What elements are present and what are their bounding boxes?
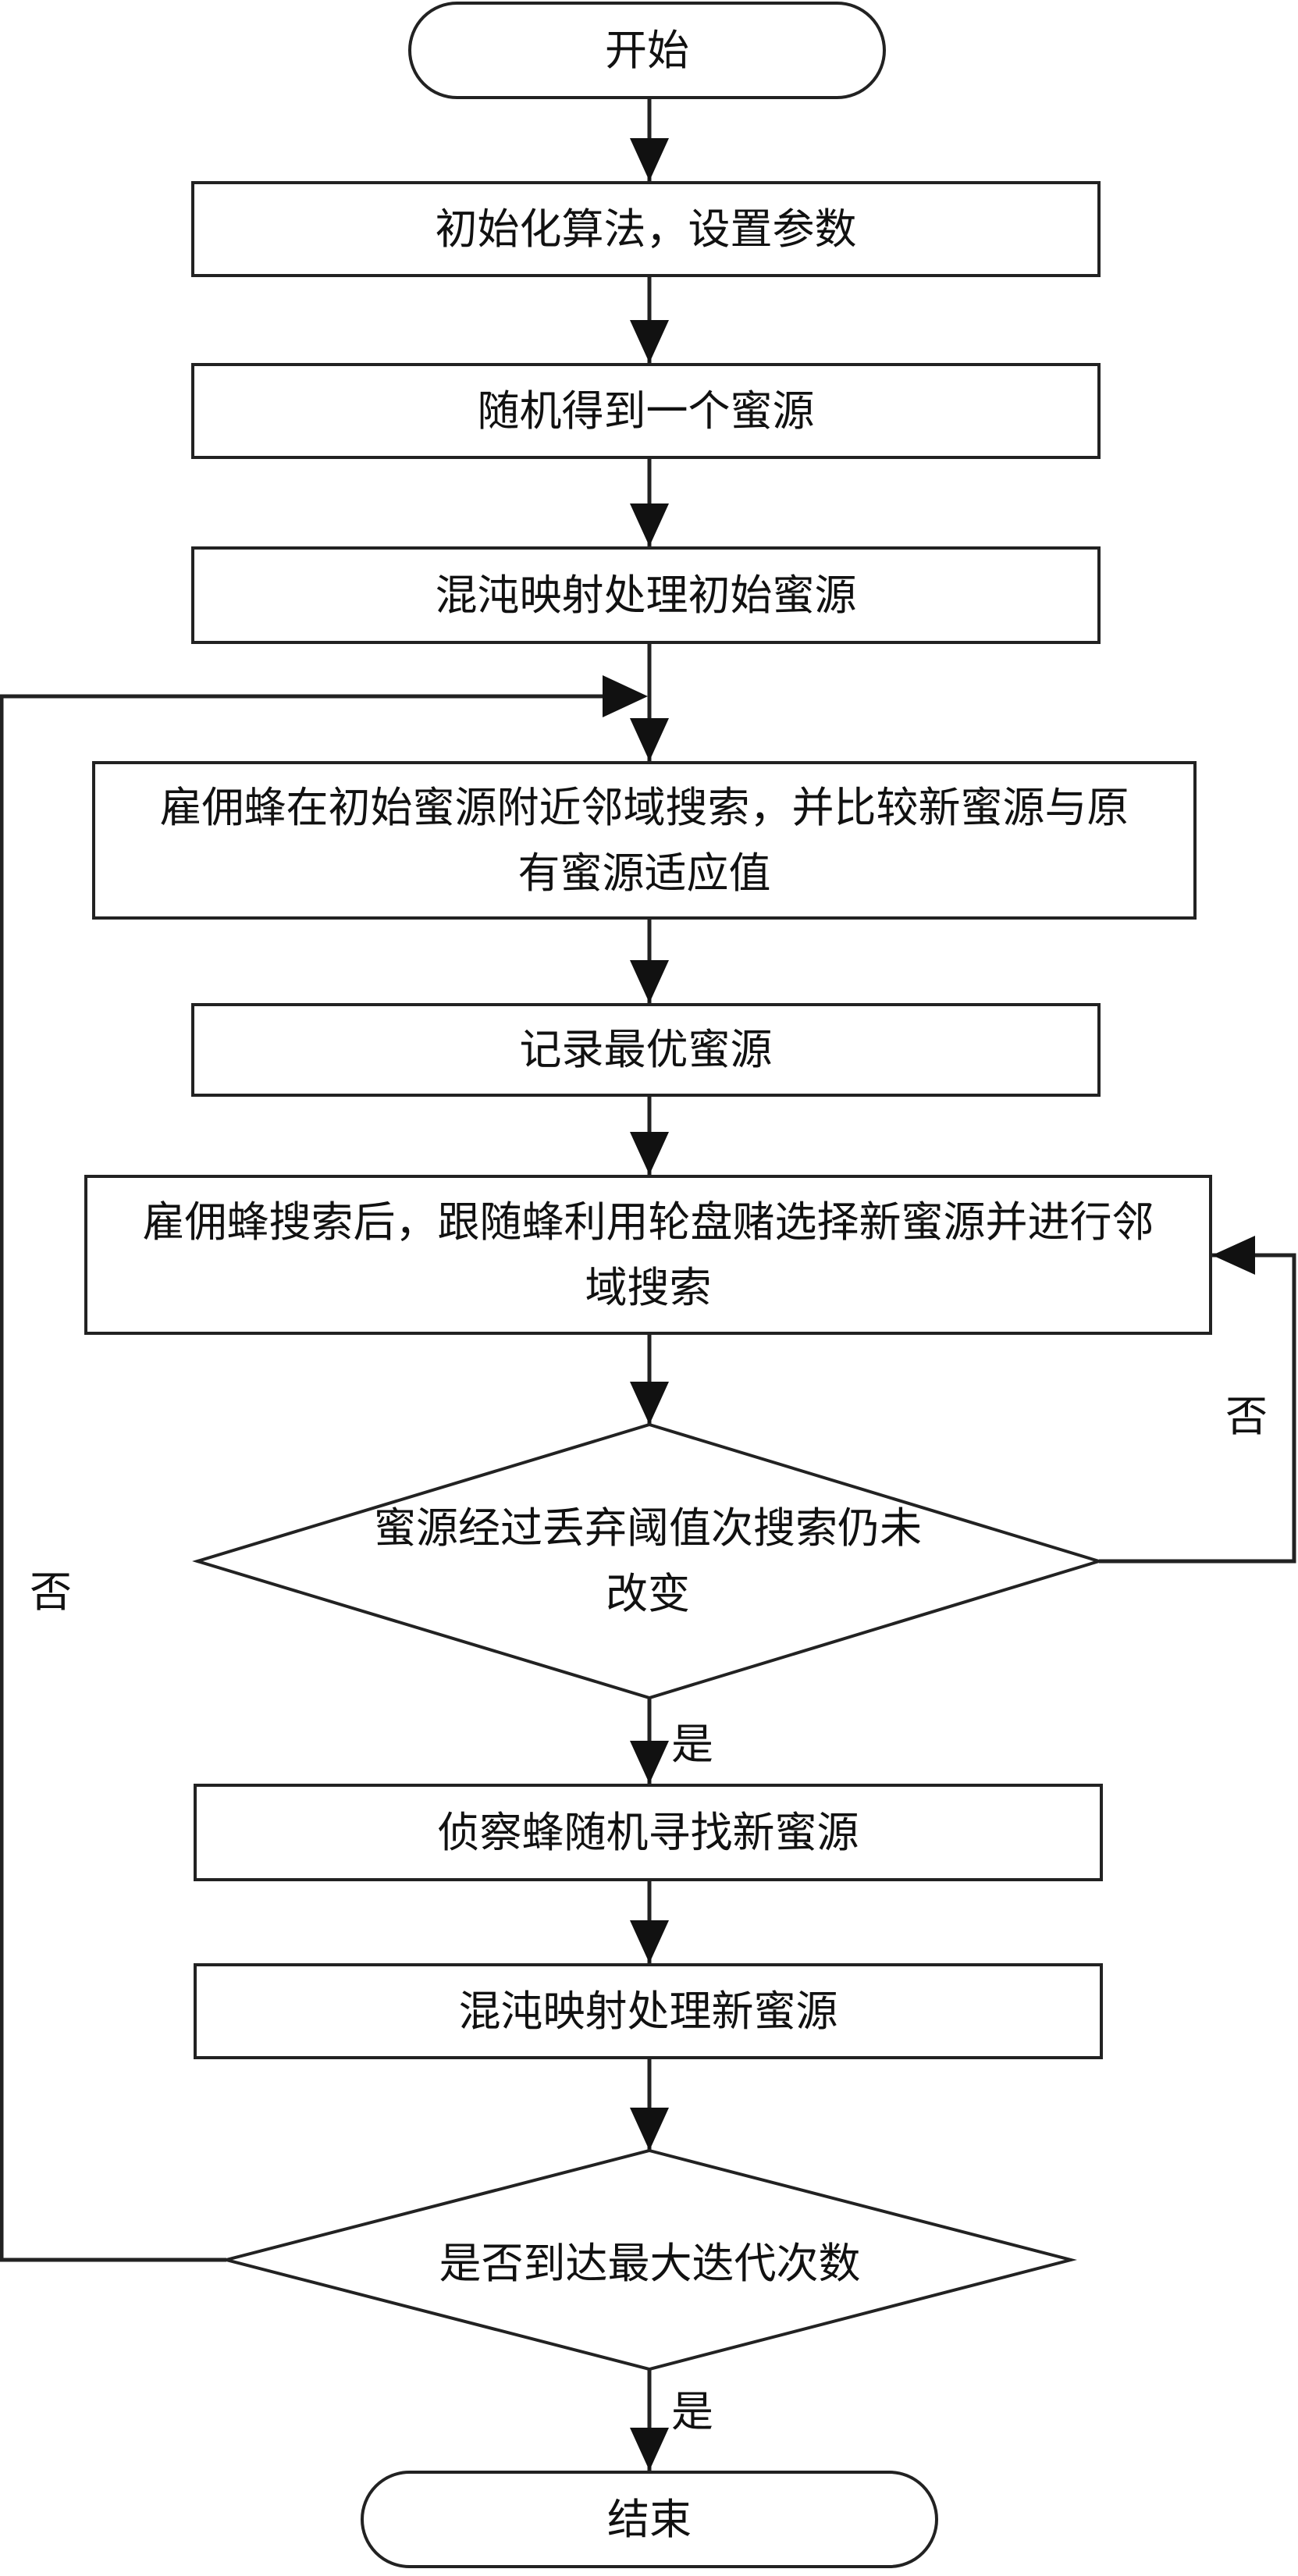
step-record-best-label: 记录最优蜜源 [519, 1025, 773, 1075]
start-terminal: 开始 [408, 2, 886, 99]
decision2-no-label: 否 [30, 1567, 72, 1617]
step-init: 初始化算法，设置参数 [191, 181, 1101, 277]
step-scout: 侦察蜂随机寻找新蜜源 [194, 1784, 1103, 1881]
arrowhead [1212, 1236, 1255, 1275]
arrowhead [630, 960, 669, 1003]
connector-decision2-no-loop [0, 694, 603, 2262]
decision1-label-wrap: 蜜源经过丢弃阈值次搜索仍未改变 [367, 1483, 929, 1639]
arrowhead [630, 138, 669, 181]
end-terminal: 结束 [361, 2471, 938, 2568]
step-employed-search: 雇佣蜂在初始蜜源附近邻域搜索，并比较新蜜源与原有蜜源适应值 [92, 761, 1197, 920]
step-scout-label: 侦察蜂随机寻找新蜜源 [437, 1807, 859, 1857]
step-employed-search-label: 雇佣蜂在初始蜜源附近邻域搜索，并比较新蜜源与原有蜜源适应值 [159, 782, 1129, 898]
step-onlooker-search-label: 雇佣蜂搜索后，跟随蜂利用轮盘赌选择新蜜源并进行邻域搜索 [142, 1197, 1154, 1312]
decision1-yes-label: 是 [671, 1720, 713, 1769]
decision2-label-wrap: 是否到达最大迭代次数 [437, 2194, 862, 2334]
step-random-source: 随机得到一个蜜源 [191, 363, 1101, 459]
arrowhead [630, 2428, 669, 2471]
arrowhead [630, 718, 669, 761]
arrowhead [603, 675, 648, 717]
decision1-label: 蜜源经过丢弃阈值次搜索仍未改变 [374, 1503, 922, 1618]
decision2-diamond [220, 2148, 1077, 2371]
step-chaos-new-label: 混沌映射处理新蜜源 [458, 1986, 838, 2036]
step-chaos-new: 混沌映射处理新蜜源 [194, 1963, 1103, 2059]
arrowhead [630, 1382, 669, 1425]
arrowhead [630, 1920, 669, 1963]
step-onlooker-search: 雇佣蜂搜索后，跟随蜂利用轮盘赌选择新蜜源并进行邻域搜索 [84, 1175, 1212, 1335]
arrowhead [630, 2108, 669, 2151]
decision2-label: 是否到达最大迭代次数 [439, 2239, 861, 2289]
step-record-best: 记录最优蜜源 [191, 1003, 1101, 1097]
step-chaos-init: 混沌映射处理初始蜜源 [191, 546, 1101, 644]
decision1-diamond [192, 1422, 1104, 1700]
end-label: 结束 [607, 2494, 692, 2544]
decision1-no-label: 否 [1225, 1392, 1268, 1441]
step-random-source-label: 随机得到一个蜜源 [477, 386, 815, 436]
step-chaos-init-label: 混沌映射处理初始蜜源 [435, 570, 857, 620]
arrowhead [630, 320, 669, 363]
decision2-yes-label: 是 [671, 2387, 713, 2436]
arrowhead [630, 1132, 669, 1175]
start-label: 开始 [605, 25, 689, 75]
arrowhead [630, 1741, 669, 1784]
arrowhead [630, 503, 669, 546]
step-init-label: 初始化算法，设置参数 [435, 204, 857, 254]
